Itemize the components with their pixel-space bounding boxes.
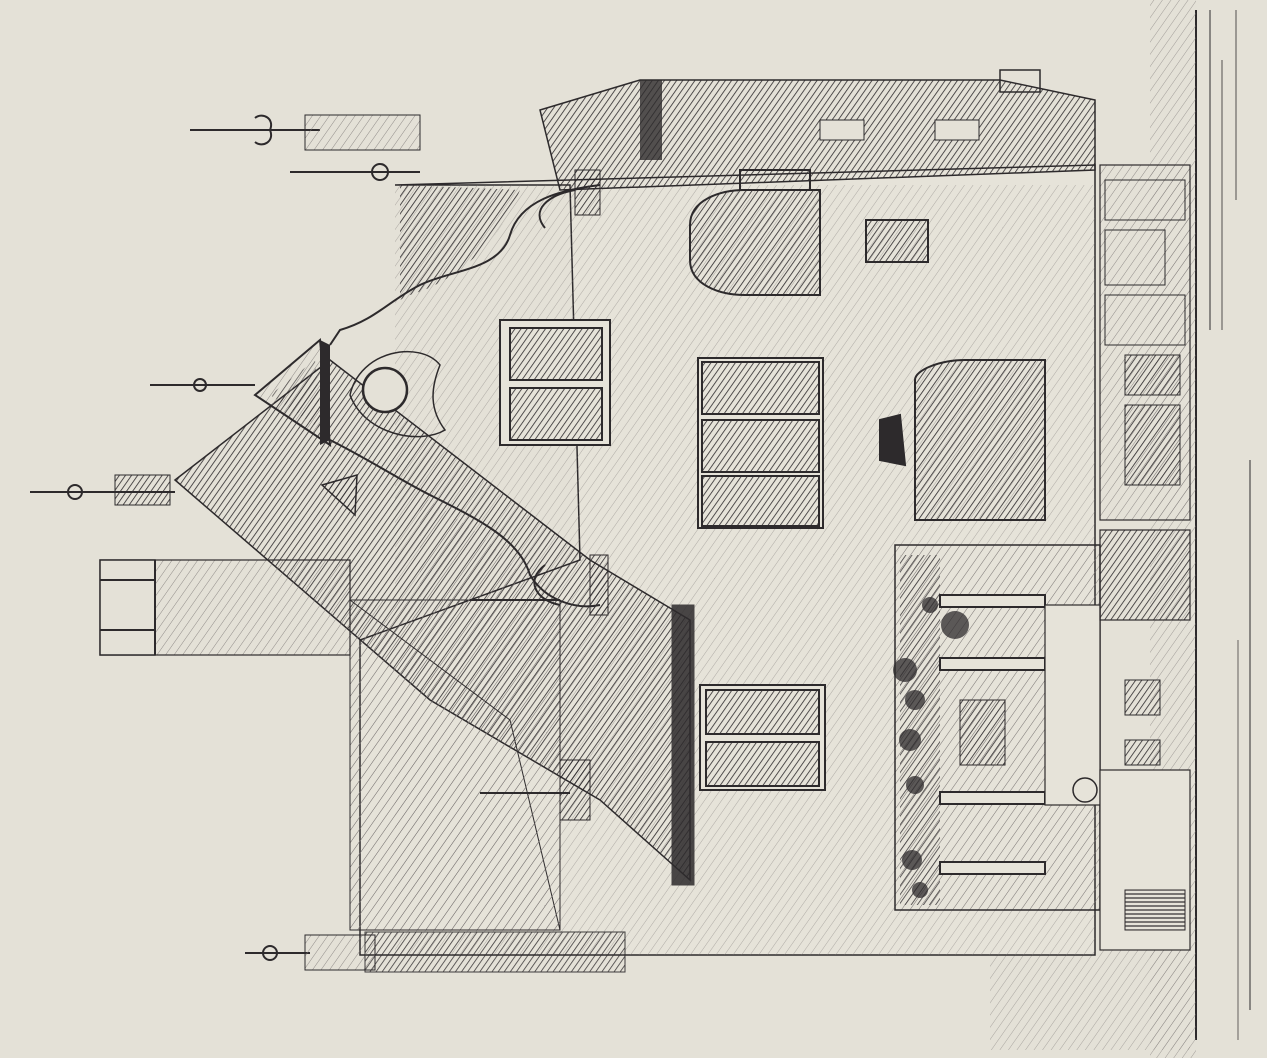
window-upper-gable [499,319,611,446]
foliage [893,597,969,898]
foreground-hatch [990,950,1190,1050]
loggia-porch [894,529,1191,951]
eagle-ornament [349,350,447,438]
oculus-window [361,366,409,414]
window-small [865,219,929,263]
finials [30,114,626,973]
windows [499,169,1046,791]
roof-slab [349,599,561,931]
window-lower-left [699,684,826,791]
window-arched-bay [879,359,1046,521]
window-arched [689,169,821,296]
gable-shadow-top [400,185,520,300]
window-tall-triple [697,357,824,529]
pediment [253,338,447,517]
porch-shadow [1099,529,1191,621]
side-wing [539,69,1191,521]
gable-shadow-bottom [420,495,540,605]
stonework [1104,179,1186,346]
chimney [99,559,351,656]
cornice [574,169,695,886]
